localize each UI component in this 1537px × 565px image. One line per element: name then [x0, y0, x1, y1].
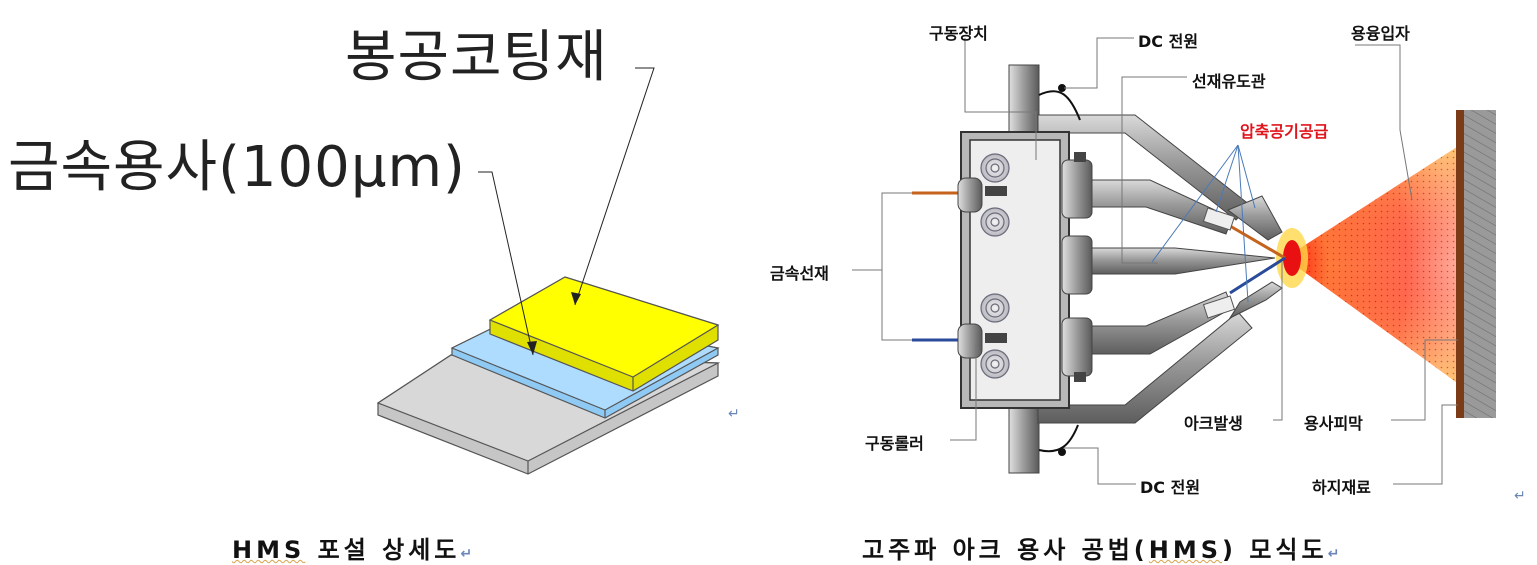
- spray-cone: [1276, 145, 1460, 385]
- dc-top-leader: [1064, 37, 1134, 89]
- left-caption-rest: 포설 상세도: [305, 536, 461, 564]
- metal-spray-label: 금속용사(100μm): [8, 135, 466, 200]
- drive-rollers: [980, 153, 1010, 379]
- compressed-air-label: 압축공기공급: [1240, 122, 1329, 141]
- wire-guide-tubes: [1087, 179, 1276, 355]
- coating-leader: [574, 67, 655, 306]
- metal-wire-label: 금속선재: [770, 264, 829, 283]
- right-caption-suffix: ) 모식도: [1222, 536, 1328, 564]
- arc-leader: [1273, 262, 1283, 421]
- substrate-wall: [1456, 110, 1496, 418]
- dc-bottom-leader: [1064, 447, 1136, 485]
- paragraph-mark-4: ↵: [1327, 546, 1340, 562]
- right-leaders: [852, 37, 1458, 485]
- left-caption: HMS 포설 상세도↵: [232, 530, 472, 565]
- molten-particle-label: 용융입자: [1351, 24, 1410, 43]
- arc-generation-label: 아크발생: [1184, 414, 1243, 433]
- drive-unit-leader: [964, 38, 1037, 160]
- spray-coating-label: 용사피막: [1304, 414, 1363, 433]
- substrate-material-label: 하지재료: [1312, 478, 1371, 497]
- lower-guide-pipe: [1037, 311, 1253, 424]
- layer-stack: [376, 276, 721, 475]
- coating-material-label: 봉공코팅재: [345, 25, 608, 90]
- drive-roller-label: 구동롤러: [865, 434, 924, 453]
- drive-housing: [960, 131, 1093, 409]
- yellow-layer-top: [488, 276, 720, 378]
- wire-guide-tube-label: 선재유도관: [1192, 72, 1266, 91]
- right-caption: 고주파 아크 용사 공법(HMS) 모식도↵: [862, 530, 1339, 565]
- right-caption-prefix: 고주파 아크 용사 공법(: [862, 536, 1149, 564]
- paragraph-mark-1: ↵: [728, 406, 740, 422]
- drive-unit-label: 구동장치: [929, 24, 988, 43]
- paragraph-mark-3: ↵: [1514, 488, 1526, 504]
- dc-power-bottom-label: DC 전원: [1140, 478, 1201, 497]
- drive-roller-leader: [950, 345, 977, 441]
- substrate-leader: [1393, 404, 1458, 485]
- dc-cables: [1038, 84, 1081, 456]
- wire-guide-leader: [1121, 76, 1187, 264]
- left-caption-hms: HMS: [232, 536, 306, 564]
- right-caption-hms: HMS: [1148, 536, 1223, 564]
- metal-leader: [478, 171, 534, 356]
- metal-wire-leader-top: [852, 192, 912, 271]
- paragraph-mark-2: ↵: [460, 546, 473, 562]
- molten-leader: [1355, 44, 1413, 201]
- left-stubs: [957, 177, 1007, 359]
- coating-leader-right: [1391, 339, 1458, 421]
- left-leaders: [478, 67, 655, 356]
- air-leaders: [1151, 144, 1256, 303]
- dc-power-top-label: DC 전원: [1138, 32, 1199, 51]
- metal-wire-leader-bottom: [881, 270, 912, 341]
